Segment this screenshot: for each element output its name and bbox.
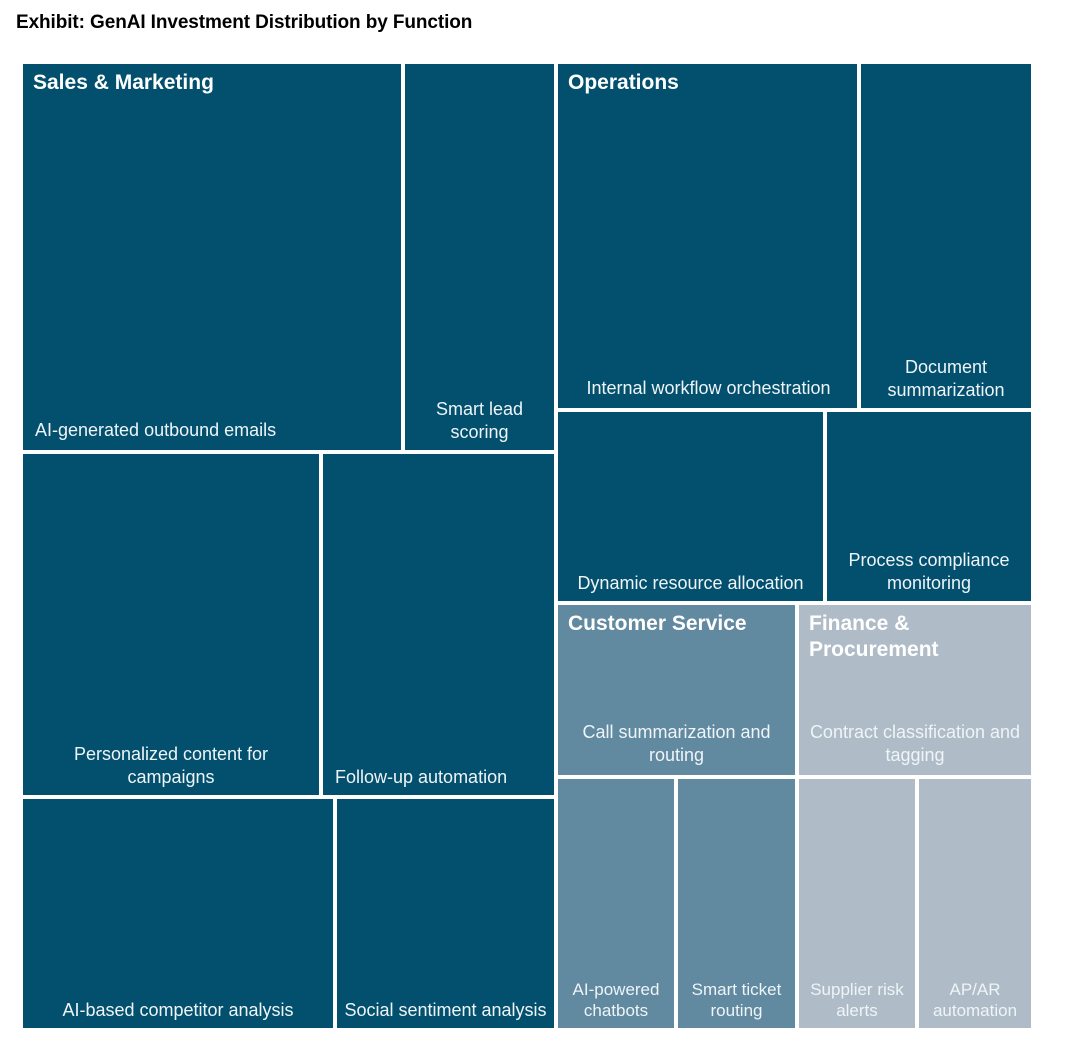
treemap-tile-follow-up-automation[interactable]: Follow-up automation	[321, 452, 556, 797]
treemap-tile-smart-lead-scoring[interactable]: Smart lead scoring	[403, 62, 556, 452]
leaf-label-ai-based-competitor-analysis: AI-based competitor analysis	[62, 999, 294, 1020]
treemap-tile-call-summarization-and-routing[interactable]: Customer Service Call summarization and …	[556, 603, 797, 777]
treemap-tile-internal-workflow-orchestration[interactable]: Operations Internal workflow orchestrati…	[556, 62, 859, 410]
group-label-finance-procurement: Finance & Procurement	[809, 612, 939, 662]
leaf-label-follow-up-automation: Follow-up automation	[335, 766, 508, 787]
treemap-tile-contract-classification-and-tagging[interactable]: Finance & Procurement Contract classific…	[797, 603, 1033, 777]
leaf-label-document-summarization: Document summarization	[887, 356, 1005, 400]
treemap-tile-ai-powered-chatbots[interactable]: AI-powered chatbots	[556, 777, 676, 1030]
treemap-tile-ai-based-competitor-analysis[interactable]: AI-based competitor analysis	[21, 797, 335, 1030]
leaf-label-smart-lead-scoring: Smart lead scoring	[435, 398, 524, 442]
leaf-label-ai-powered-chatbots: AI-powered chatbots	[572, 979, 660, 1021]
treemap-tile-document-summarization[interactable]: Document summarization	[859, 62, 1033, 410]
group-label-customer-service: Customer Service	[568, 612, 747, 635]
treemap-tile-ai-generated-outbound-emails[interactable]: Sales & Marketing AI-generated outbound …	[21, 62, 403, 452]
leaf-label-smart-ticket-routing: Smart ticket routing	[691, 979, 782, 1021]
leaf-label-ai-generated-outbound-emails: AI-generated outbound emails	[35, 419, 277, 440]
treemap-tile-process-compliance-monitoring[interactable]: Process compliance monitoring	[825, 410, 1033, 603]
treemap-tile-personalized-content-for-campaigns[interactable]: Personalized content for campaigns	[21, 452, 321, 797]
leaf-label-dynamic-resource-allocation: Dynamic resource allocation	[577, 572, 804, 593]
group-label-sales-marketing: Sales & Marketing	[33, 71, 214, 94]
group-label-operations: Operations	[568, 71, 679, 94]
leaf-label-internal-workflow-orchestration: Internal workflow orchestration	[586, 377, 831, 398]
treemap-tile-dynamic-resource-allocation[interactable]: Dynamic resource allocation	[556, 410, 825, 603]
treemap-chart: Sales & Marketing AI-generated outbound …	[21, 62, 1033, 1030]
leaf-label-call-summarization-and-routing: Call summarization and routing	[582, 721, 771, 765]
treemap-tile-ap-ar-automation[interactable]: AP/AR automation	[917, 777, 1033, 1030]
treemap-tile-social-sentiment-analysis[interactable]: Social sentiment analysis	[335, 797, 556, 1030]
page-title: Exhibit: GenAI Investment Distribution b…	[16, 12, 473, 33]
leaf-label-supplier-risk-alerts: Supplier risk alerts	[810, 979, 904, 1021]
leaf-label-ap-ar-automation: AP/AR automation	[932, 979, 1018, 1021]
treemap-tile-supplier-risk-alerts[interactable]: Supplier risk alerts	[797, 777, 917, 1030]
treemap-tile-smart-ticket-routing[interactable]: Smart ticket routing	[676, 777, 797, 1030]
leaf-label-personalized-content-for-campaigns: Personalized content for campaigns	[73, 743, 269, 787]
leaf-label-process-compliance-monitoring: Process compliance monitoring	[848, 549, 1010, 593]
leaf-label-social-sentiment-analysis: Social sentiment analysis	[344, 999, 547, 1020]
leaf-label-contract-classification-and-tagging: Contract classification and tagging	[809, 721, 1021, 765]
